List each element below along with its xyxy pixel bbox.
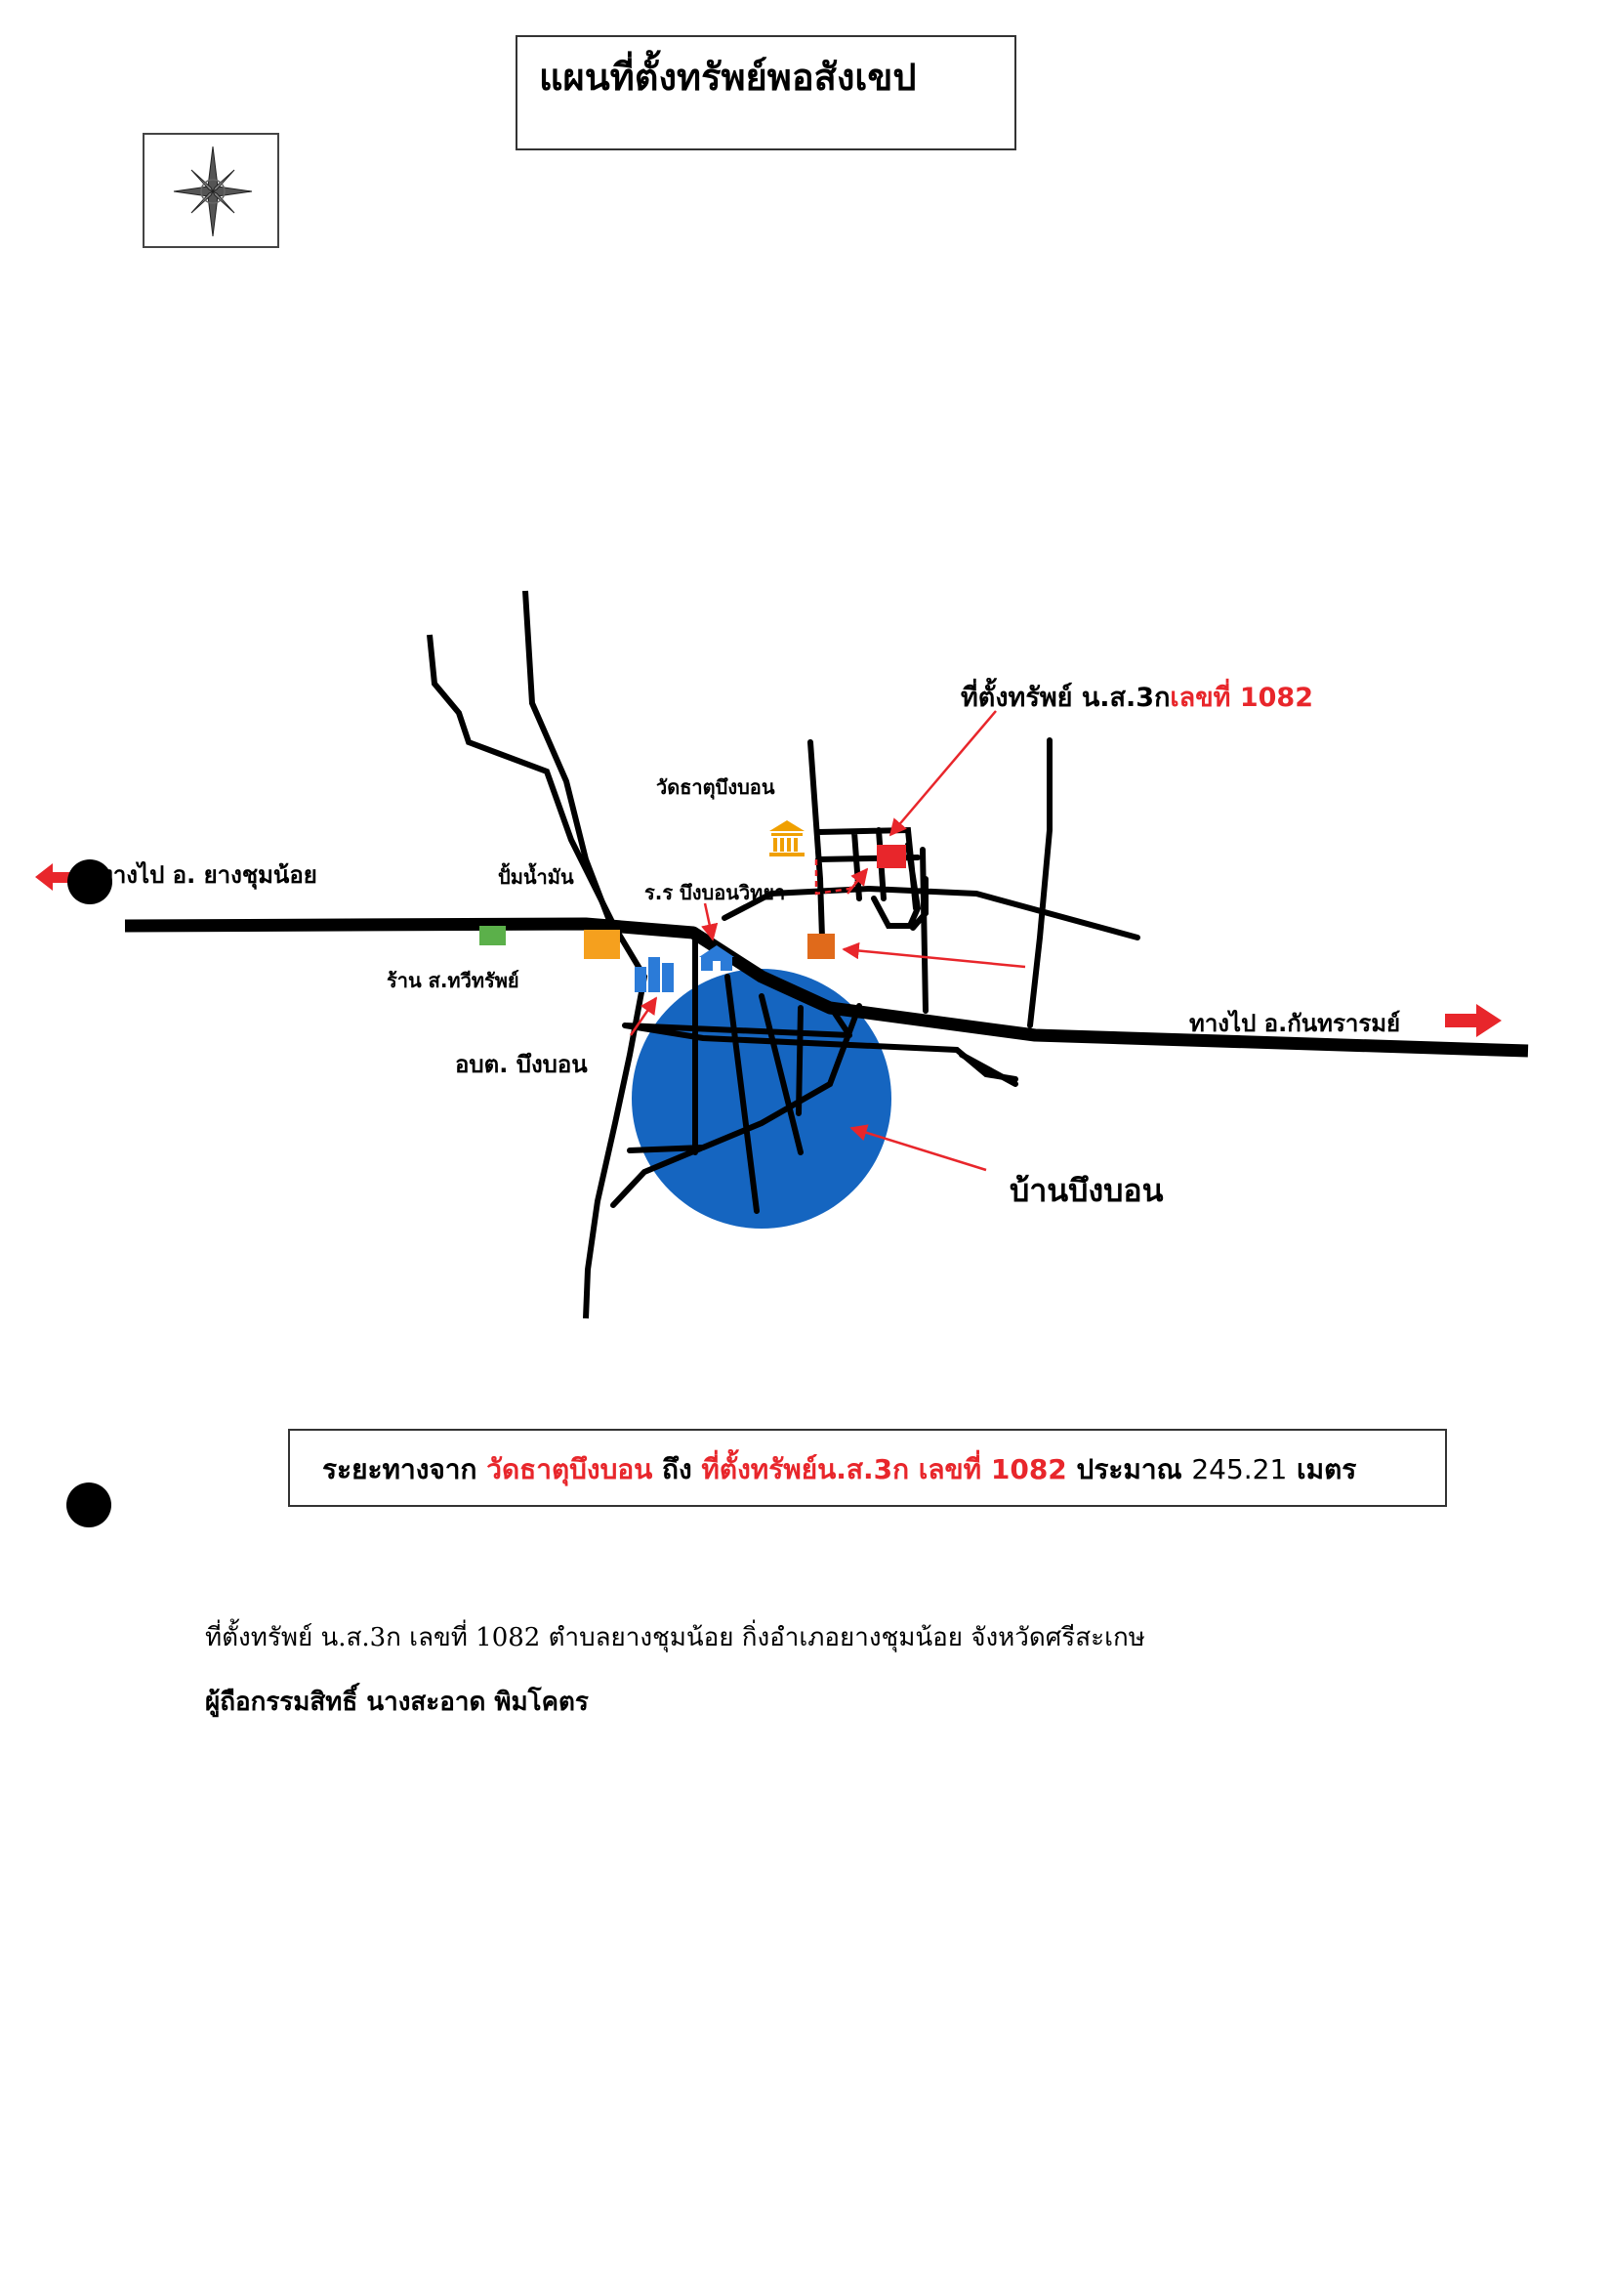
to-kanthararom-label: ทางไป อ.กันทรารมย์ <box>1189 1010 1401 1037</box>
distance-to-word: ถึง <box>662 1453 692 1485</box>
village-label: บ้านบึงบอน <box>1010 1172 1164 1209</box>
owner-line: ผู้ถือกรรมสิทธิ์ นางสะอาด พิมโคตร <box>205 1688 589 1717</box>
punch-hole-top <box>67 859 112 904</box>
property-roads <box>722 737 1140 1087</box>
arrow-village-office <box>842 941 1026 969</box>
arrow-village <box>849 1124 987 1172</box>
arrow-west-icon <box>35 863 78 891</box>
property-label-text: ที่ตั้งทรัพย์ น.ส.3ก <box>961 683 1171 713</box>
arrow-school <box>701 902 719 941</box>
temple-label: วัดธาตุบึงบอน <box>656 775 775 799</box>
gas-station-marker <box>584 930 620 959</box>
village-office-marker <box>807 934 835 959</box>
distance-value: 245.21 <box>1191 1453 1288 1485</box>
distance-from: วัดธาตุบึงบอน <box>486 1453 653 1485</box>
distance-box <box>288 1429 1447 1507</box>
address-line: ที่ตั้งทรัพย์ น.ส.3ก เลขที่ 1082 ตำบลยาง… <box>205 1623 1145 1652</box>
distance-to: ที่ตั้งทรัพย์น.ส.3ก เลขที่ 1082 <box>701 1453 1067 1485</box>
property-marker <box>877 845 906 868</box>
property-label: ที่ตั้งทรัพย์ น.ส.3กเลขที่ 1082 <box>961 676 1313 718</box>
gas-station-label: ปั้มน้ำมัน <box>498 865 574 889</box>
main-highway <box>124 917 1529 1058</box>
road-north <box>522 590 613 925</box>
arrow-east-icon <box>1445 1004 1502 1037</box>
compass-box <box>143 133 279 248</box>
school-label: ร.ร บึงบอนวิทยา <box>644 881 786 904</box>
distance-approx: ประมาณ <box>1076 1453 1182 1485</box>
to-yang-chum-noi-label: ทางไป อ. ยางชุมน้อย <box>98 861 317 889</box>
school-icon <box>699 945 734 971</box>
distance-prefix: ระยะทางจาก <box>322 1453 477 1485</box>
property-number-label: เลขที่ 1082 <box>1170 683 1313 713</box>
compass-rose-icon <box>173 146 253 237</box>
shop-marker <box>479 926 506 945</box>
title-box <box>516 35 1016 150</box>
temple-icon <box>769 820 805 856</box>
sao-label: อบต. บึงบอน <box>455 1051 588 1078</box>
punch-hole-bottom <box>66 1482 111 1527</box>
shop-label: ร้าน ส.ทวีทรัพย์ <box>387 969 519 992</box>
village-roads <box>610 930 1018 1214</box>
sao-building-icon <box>635 957 674 992</box>
page-title: แผนที่ตั้งทรัพย์พอสังเขป <box>539 56 917 99</box>
arrow-sao <box>629 996 658 1036</box>
distance-text: ระยะทางจาก วัดธาตุบึงบอน ถึง ที่ตั้งทรัพ… <box>322 1448 1356 1491</box>
arrow-property <box>888 710 997 837</box>
distance-unit: เมตร <box>1297 1453 1357 1485</box>
arrow-dashed <box>847 867 869 895</box>
road-west <box>427 634 648 1319</box>
